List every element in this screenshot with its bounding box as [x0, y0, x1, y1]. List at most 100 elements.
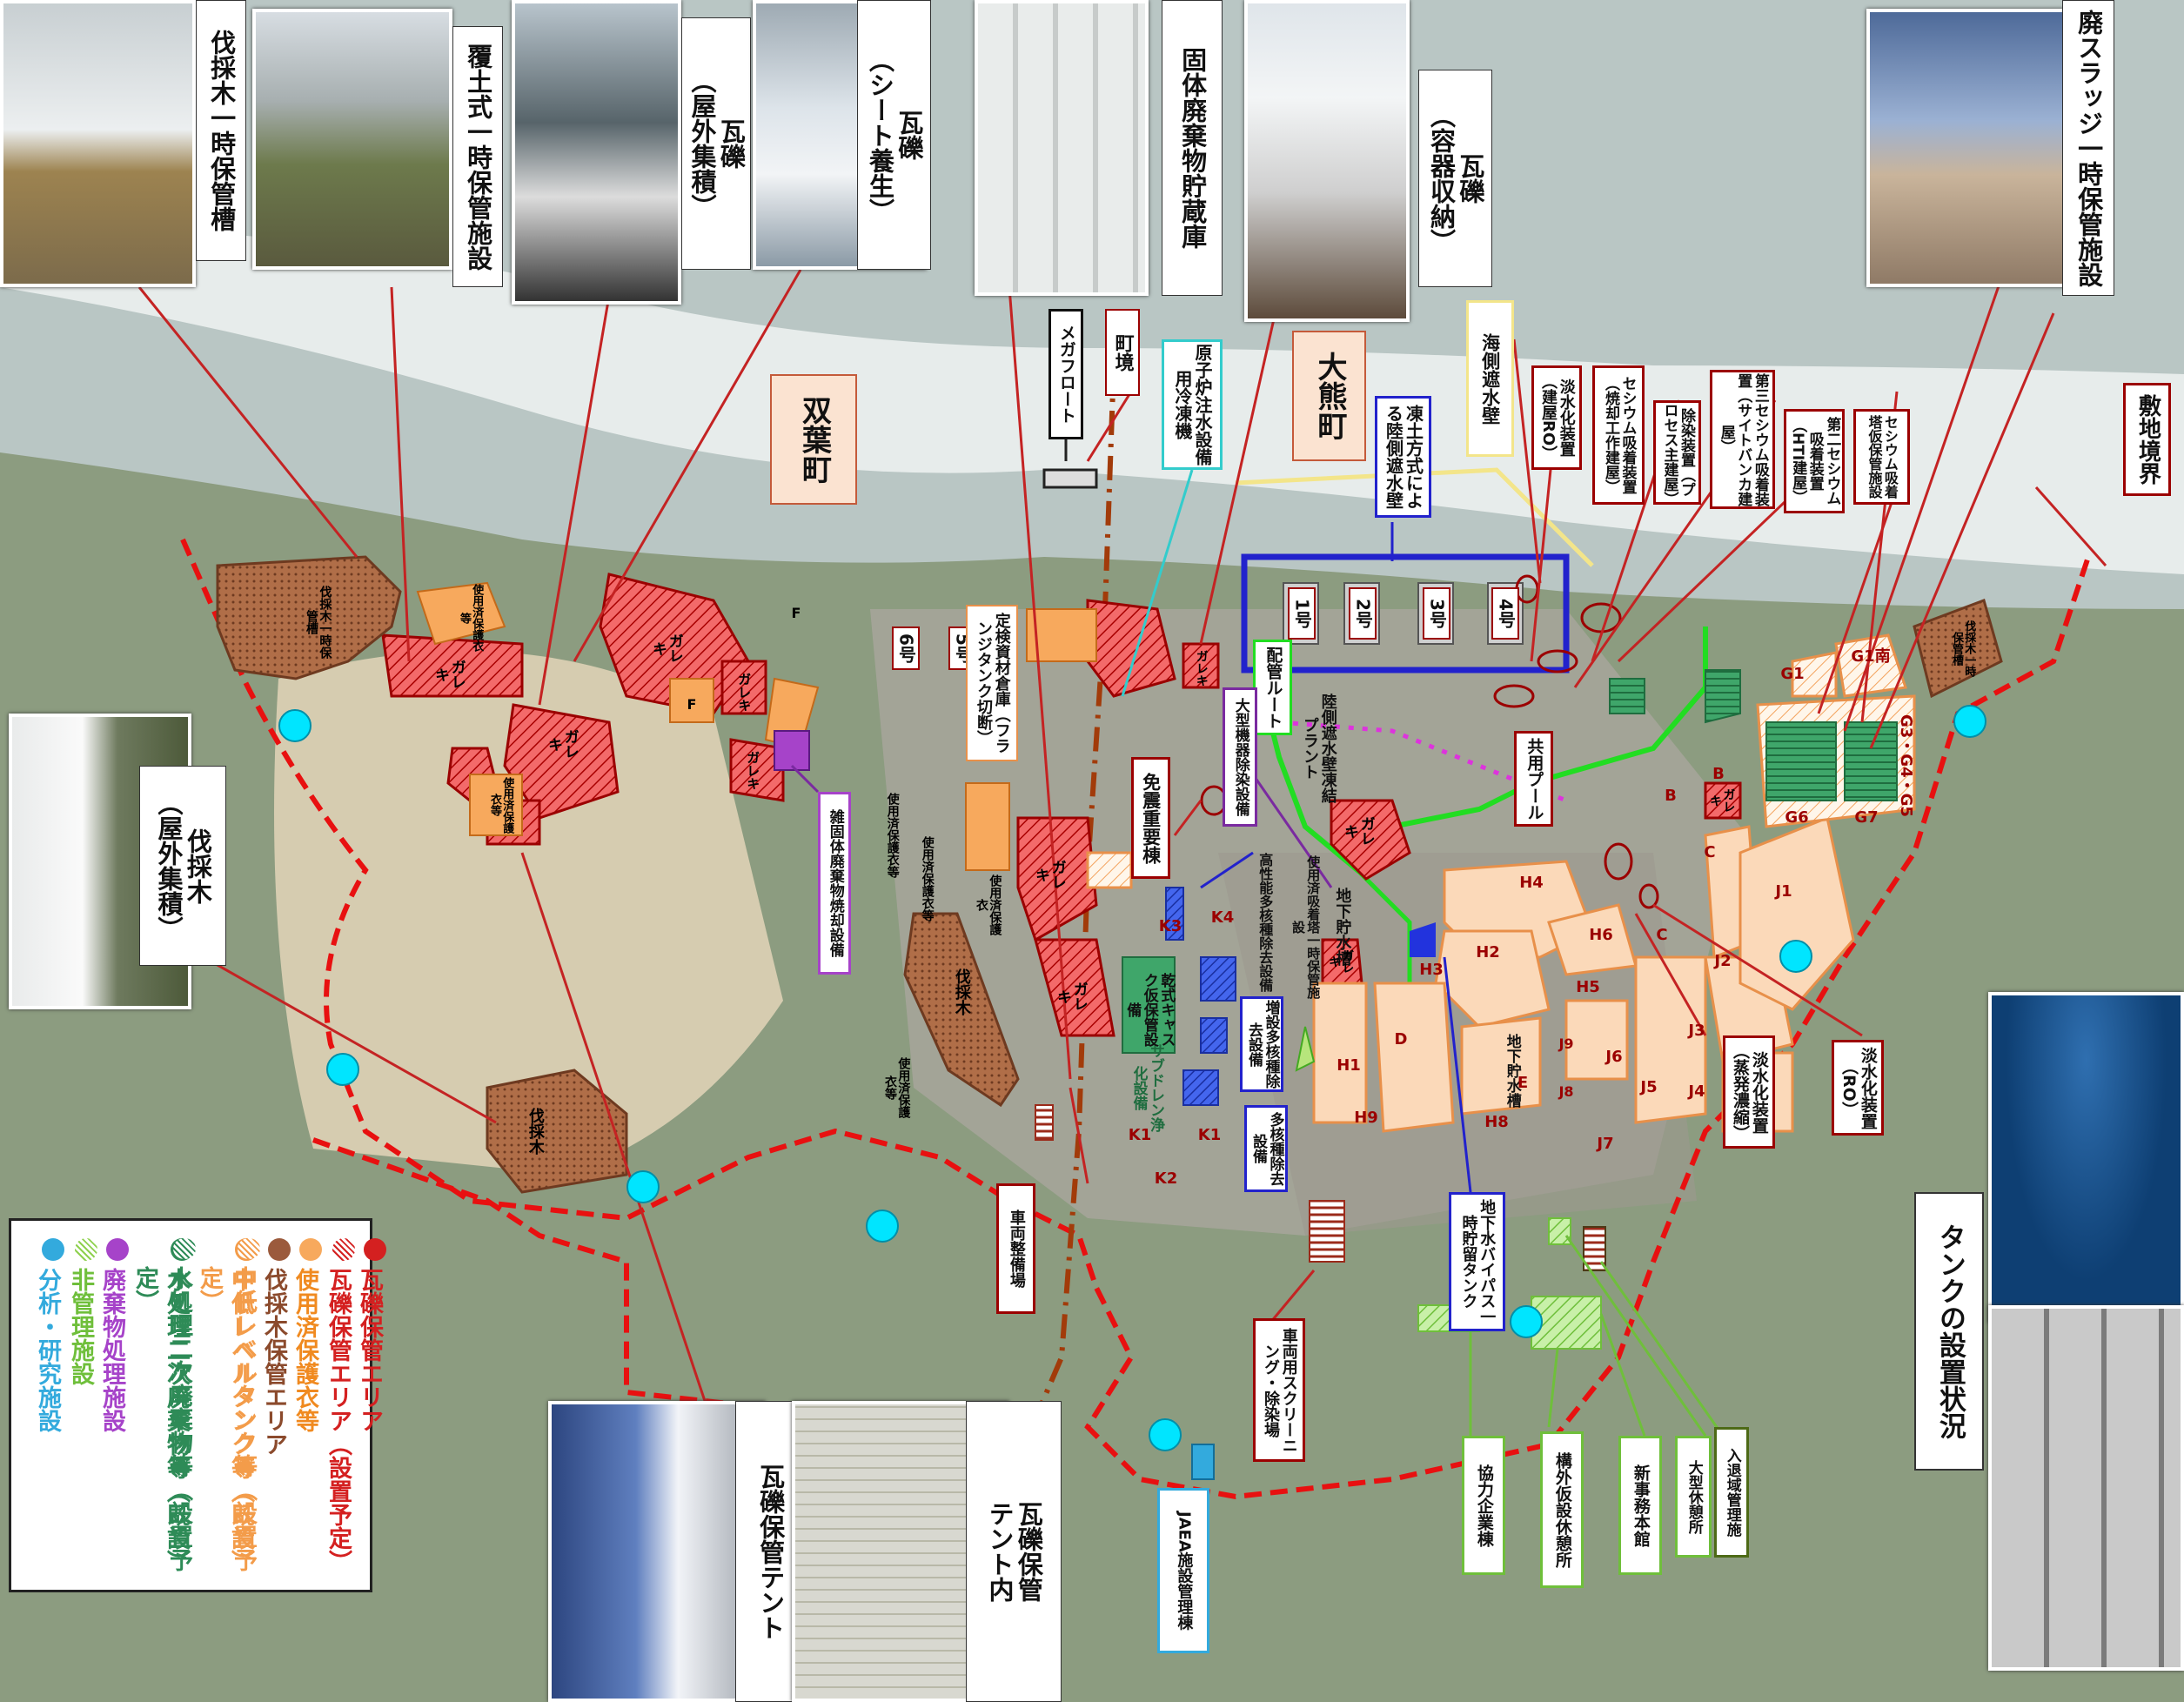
monitoring-post-2	[326, 1053, 359, 1086]
legend-item-2: 瓦礫保管エリア（設置予定）	[321, 1238, 355, 1573]
legend-item-9: 廃棄物処理施設	[95, 1238, 129, 1432]
vehicle-maintenance-label: 車両整備場	[996, 1183, 1035, 1314]
area-F-2: F	[791, 605, 801, 622]
area-G1: G1	[1780, 665, 1805, 684]
hi-alps-label: 高性能多核種除去設備	[1256, 853, 1274, 992]
desalination-evap-label: 淡水化装置（蒸発濃縮）	[1723, 1035, 1775, 1149]
second-cesium-label: 第二セシウム吸着装置（HTI建屋）	[1784, 409, 1845, 513]
photo-sludge-storage	[1866, 9, 2075, 287]
area-rubble-8: ガレキ	[1194, 649, 1209, 687]
legend-item-5: 中低レベルタンク等（既設）	[224, 1238, 258, 1573]
underground-tank-2-label: 地下貯水槽	[1503, 1033, 1521, 1108]
photo-solid-waste-storage	[975, 0, 1149, 296]
frozen-plant-label: 陸側遮水壁凍結プラント	[1301, 694, 1337, 803]
unit-3-label: 3号	[1423, 587, 1450, 640]
area-ppe-6: 使用済保護衣等	[488, 776, 514, 834]
area-H3: H3	[1419, 961, 1444, 980]
frozen-wall-label: 凍土方式による陸側遮水壁	[1375, 396, 1431, 518]
area-J7: J7	[1597, 1135, 1614, 1154]
monitoring-post-3	[626, 1170, 660, 1203]
town-border-label: 町境	[1105, 309, 1140, 396]
area-J8: J8	[1558, 1083, 1574, 1101]
monitoring-post-4	[866, 1209, 899, 1243]
legend-swatch-2	[332, 1238, 355, 1261]
unit-1-label: 1号	[1288, 587, 1316, 640]
legend-swatch-4	[268, 1238, 291, 1261]
photo-rubble-tent	[548, 1401, 766, 1702]
new-office-label: 新事務本館	[1618, 1436, 1662, 1575]
photo-label-5: 固体廃棄物貯蔵庫	[1162, 0, 1223, 296]
photo-label-8: 伐採木 （屋外集積）	[139, 766, 226, 966]
legend-item-3: 使用済保護衣等	[288, 1238, 322, 1432]
sea-wall-label: 海側遮水壁	[1466, 300, 1514, 457]
area-J2: J2	[1714, 952, 1732, 971]
area-G6: G6	[1785, 808, 1809, 828]
area-H8: H8	[1484, 1113, 1509, 1132]
monitoring-post-5	[1510, 1305, 1543, 1338]
area-ppe-2: 使用済保護衣等	[885, 793, 900, 878]
photo-rubble-outdoor	[512, 0, 681, 305]
legend-swatch-9	[106, 1238, 129, 1261]
common-pool-label: 共用プール	[1514, 731, 1553, 827]
town-okuma: 大熊町	[1292, 331, 1366, 461]
area-G3-G5: G3・G4・G5	[1896, 714, 1915, 817]
cesium-tower-storage-label: セシウム吸着塔仮保管施設	[1853, 409, 1910, 505]
photo-felled-wood-storage	[0, 0, 196, 287]
photo-label-2: 覆土式一時保管施設	[452, 26, 503, 287]
area-G1-south: G1南	[1851, 647, 1891, 667]
area-rubble-3: ガレキ	[649, 633, 683, 663]
area-rubble-2: ガレキ	[545, 729, 579, 759]
area-wood-temp: 伐採木一時保管槽	[305, 586, 332, 659]
area-G7: G7	[1854, 808, 1879, 828]
area-H6: H6	[1589, 926, 1613, 945]
desalination-ro-building-label: 淡水化装置（建屋RO）	[1531, 365, 1582, 470]
area-ppe-5: 使用済保護衣	[975, 874, 1002, 935]
photo-label-6: 瓦礫 （容器収納）	[1418, 70, 1492, 287]
photo-rubble-container	[1244, 0, 1410, 322]
area-wood-3: 伐採木一時保管槽	[1950, 620, 1976, 677]
area-J9: J9	[1558, 1035, 1574, 1053]
area-H5: H5	[1576, 978, 1600, 997]
legend-swatch-10	[75, 1238, 97, 1261]
area-K2: K2	[1154, 1169, 1178, 1189]
area-rubble-1: ガレキ	[432, 660, 466, 689]
incinerator-label: 雑固体廃棄物焼却設備	[818, 792, 851, 975]
photo-tank-blue	[1988, 992, 2184, 1323]
legend-item-11: 分析・研究施設	[30, 1238, 64, 1432]
alps-label: 多核種除去設備	[1244, 1105, 1288, 1192]
megafloat-label: メガフロート	[1048, 309, 1083, 439]
access-control-label: 入退域管理施	[1714, 1427, 1749, 1558]
area-J1: J1	[1775, 882, 1792, 901]
area-C-2: C	[1656, 926, 1668, 945]
jaea-label: JAEA施設管理棟	[1157, 1488, 1209, 1653]
seismic-building-label: 免震重要棟	[1131, 757, 1170, 879]
area-C-1: C	[1704, 843, 1716, 862]
area-E: E	[1517, 1074, 1529, 1093]
area-K3: K3	[1158, 917, 1182, 936]
area-wood-2: 伐採木	[952, 968, 971, 1015]
vehicle-screening-label: 車両用スクリーニング・除染場	[1253, 1318, 1305, 1462]
photo-label-4: 瓦礫 （シート養生）	[857, 0, 931, 270]
partner-building-label: 協力企業棟	[1462, 1436, 1505, 1575]
third-cesium-label: 第三セシウム吸着装置（サイトバンカ建屋）	[1710, 370, 1775, 509]
legend-swatch-8	[173, 1238, 196, 1259]
legend-item-10: 非管理施設	[64, 1238, 97, 1385]
area-ppe-3: 使用済保護衣等	[920, 836, 935, 921]
desalination-ro-label: 淡水化装置（RO）	[1832, 1040, 1884, 1136]
area-rubble-5: ガレキ	[745, 750, 761, 790]
area-J3: J3	[1688, 1022, 1705, 1041]
legend-item-8: 水処理二次廃棄物等（設置予定）	[128, 1238, 196, 1590]
area-K1-2: K1	[1197, 1126, 1222, 1145]
area-F-1: F	[687, 696, 697, 714]
used-tower-storage-label: 使用済吸着塔一時保管施設	[1290, 854, 1322, 999]
monitoring-post-7	[1779, 940, 1812, 973]
legend-item-4: 伐採木保管エリア	[257, 1238, 291, 1456]
area-rubble-9: ガレキ	[1341, 816, 1375, 846]
inspection-warehouse-label: 定検資材倉庫（フランジタンク切断）	[966, 605, 1018, 761]
underground-tank-1-label: 地下貯水槽	[1333, 888, 1352, 966]
additional-alps-label: 増設多核種除去設備	[1240, 996, 1283, 1092]
photo-label-1: 伐採木一時保管槽	[196, 0, 246, 261]
legend-swatch-11	[42, 1238, 64, 1261]
monitoring-post-8	[1953, 705, 1986, 738]
area-K1-1: K1	[1128, 1126, 1152, 1145]
